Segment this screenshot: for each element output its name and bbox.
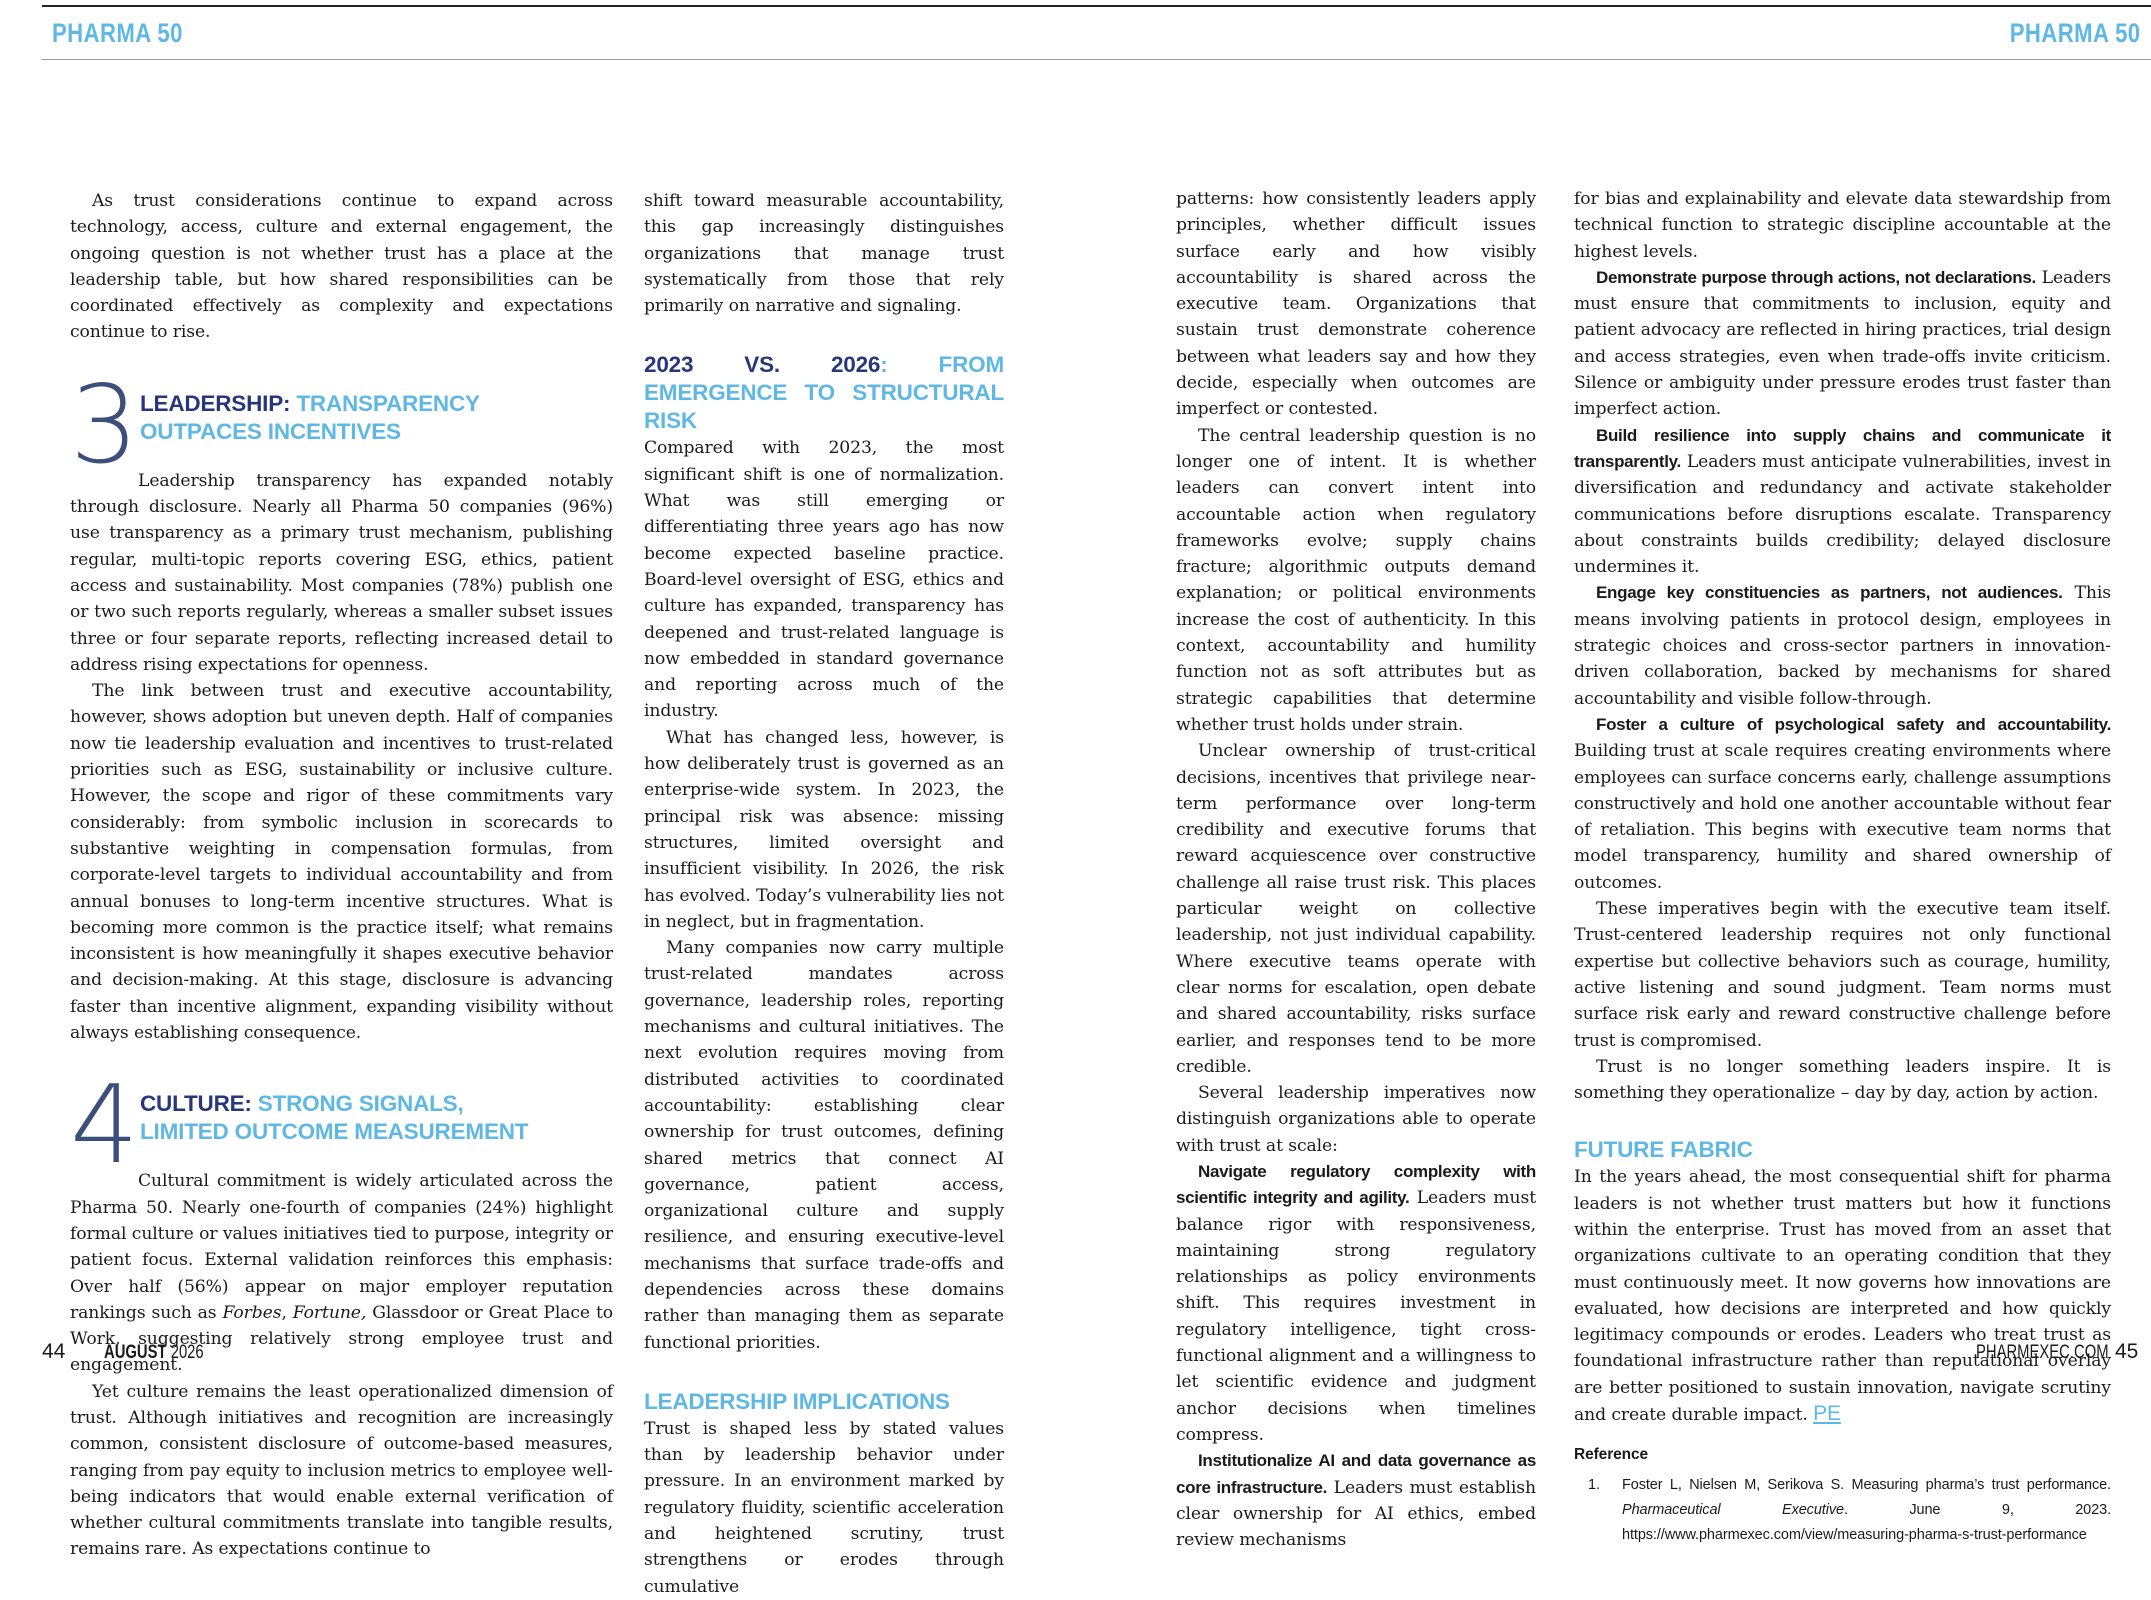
column-2: shift toward measurable accountability, …: [644, 188, 1004, 1600]
imperative-paragraph: Build resilience into supply chains and …: [1574, 425, 2111, 578]
body-paragraph: The link between trust and executive acc…: [70, 681, 613, 1044]
issue-date: AUGUST 2026: [104, 1342, 204, 1363]
reference-number: 1.: [1588, 1476, 1600, 1493]
imperative-paragraph: Engage key constituencies as partners, n…: [1574, 583, 2111, 709]
body-paragraph: Many companies now carry multiple trust-…: [644, 938, 1004, 1353]
imperative-lead: Demonstrate purpose through actions, not…: [1596, 267, 2036, 287]
body-paragraph: Leadership transparency has expanded not…: [70, 470, 613, 675]
body-paragraph: In the years ahead, the most consequenti…: [1574, 1167, 2111, 1426]
subheading: 2023 VS. 2026: FROM EMERGENCE TO STRUCTU…: [644, 351, 1004, 435]
section-4: 4 CULTURE: STRONG SIGNALS, LIMITED OUTCO…: [70, 1063, 613, 1189]
section-number: 4: [70, 1063, 139, 1189]
imperative-lead: Navigate regulatory complexity with scie…: [1176, 1161, 1536, 1208]
subheading: FUTURE FABRIC: [1574, 1137, 1753, 1163]
heading-cyan: STRONG SIGNALS,: [251, 1091, 464, 1117]
imperative-paragraph: Foster a culture of psychological safety…: [1574, 714, 2111, 893]
column-3: patterns: how consistently leaders apply…: [1176, 186, 1536, 1553]
reference-text: Foster L, Nielsen M, Serikova S. Measuri…: [1622, 1476, 2111, 1543]
heading-cyan-line2: LIMITED OUTCOME MEASUREMENT: [140, 1119, 529, 1145]
end-mark: PE: [1813, 1402, 1841, 1426]
page-number-right: 45: [2115, 1340, 2139, 1363]
body-paragraph: These imperatives begin with the executi…: [1574, 899, 2111, 1051]
imperative-lead: Build resilience into supply chains and …: [1574, 425, 2111, 471]
body-paragraph: Yet culture remains the least operationa…: [70, 1381, 613, 1560]
imperative-paragraph: Institutionalize AI and data governance …: [1176, 1451, 1536, 1551]
imperative-paragraph: Demonstrate purpose through actions, not…: [1574, 267, 2111, 420]
imperative-lead: Engage key constituencies as partners, n…: [1596, 583, 2063, 603]
running-head-left: PHARMA 50: [52, 18, 183, 48]
section-number: 3: [70, 362, 139, 488]
body-paragraph: Trust is shaped less by stated values th…: [644, 1418, 1004, 1597]
body-paragraph: shift toward measurable accountability, …: [644, 191, 1004, 317]
body-paragraph: Compared with 2023, the most significant…: [644, 438, 1004, 722]
subheading-cyan: : FROM EMERGENCE TO STRUCTURAL RISK: [644, 352, 1004, 434]
body-paragraph: Unclear ownership of trust-critical deci…: [1176, 741, 1536, 1077]
subheading: LEADERSHIP IMPLICATIONS: [644, 1388, 950, 1414]
section-3: 3 LEADERSHIP: TRANSPARENCY OUTPACES INCE…: [70, 362, 613, 488]
body-paragraph: Trust is no longer something leaders ins…: [1574, 1056, 2111, 1104]
reference-item: 1. Foster L, Nielsen M, Serikova S. Meas…: [1574, 1473, 2111, 1548]
header-rule: [42, 59, 2151, 60]
intro-paragraph: As trust considerations continue to expa…: [70, 191, 613, 343]
heading-cyan-line2: OUTPACES INCENTIVES: [140, 418, 401, 444]
section-heading: LEADERSHIP: TRANSPARENCY OUTPACES INCENT…: [140, 390, 480, 446]
subheading-navy: 2023 VS. 2026: [644, 352, 881, 378]
body-paragraph: Several leadership imperatives now disti…: [1176, 1083, 1536, 1156]
body-paragraph: Cultural commitment is widely articulate…: [70, 1171, 613, 1376]
body-paragraph: The central leadership question is no lo…: [1176, 425, 1536, 735]
body-paragraph: What has changed less, however, is how d…: [644, 727, 1004, 932]
section-heading: CULTURE: STRONG SIGNALS, LIMITED OUTCOME…: [140, 1090, 529, 1146]
heading-navy: CULTURE:: [140, 1091, 252, 1117]
site-name: PHARMEXEC.COM: [1976, 1342, 2109, 1363]
page-number-left: 44: [42, 1340, 66, 1363]
heading-navy: LEADERSHIP:: [140, 390, 291, 416]
body-paragraph: patterns: how consistently leaders apply…: [1176, 189, 1536, 420]
top-rule: [42, 5, 2151, 7]
heading-cyan: TRANSPARENCY: [290, 390, 480, 416]
body-paragraph: for bias and explainability and elevate …: [1574, 189, 2111, 262]
reference-heading: Reference: [1574, 1446, 1649, 1464]
imperative-paragraph: Navigate regulatory complexity with scie…: [1176, 1161, 1537, 1445]
imperative-lead: Foster a culture of psychological safety…: [1596, 714, 2111, 734]
running-head-right: PHARMA 50: [2010, 18, 2141, 48]
